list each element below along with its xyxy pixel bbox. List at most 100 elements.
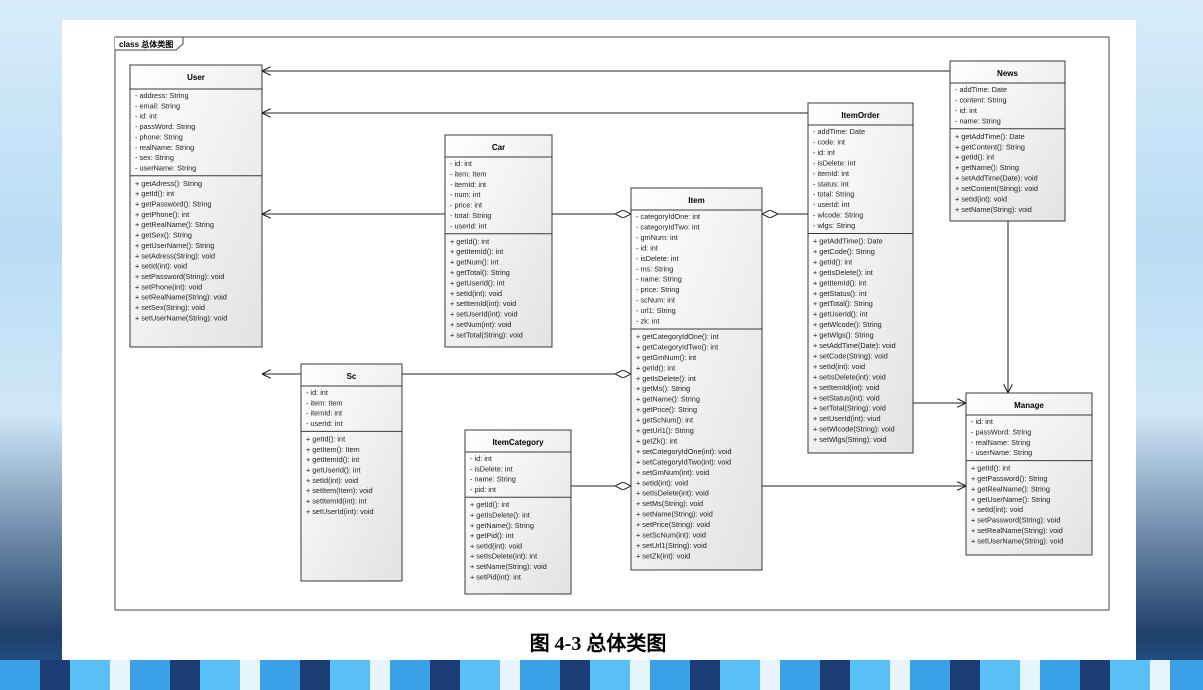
operation: + setId(int): void (470, 541, 522, 550)
attribute: - userId: int (813, 200, 850, 209)
attribute: - price: String (636, 285, 679, 294)
operation: + setItemId(int): int (306, 497, 367, 506)
operation: + getId(): int (450, 237, 489, 246)
operation: + setUrl1(String): void (636, 541, 707, 550)
operation: + setCategoryIdOne(int): void (636, 447, 732, 456)
operation: + getIsDelete(): int (470, 511, 530, 520)
attribute: - id: int (450, 159, 472, 168)
attribute: - status: int (813, 179, 849, 188)
class-box (965, 392, 1093, 556)
operation: + getContent(): String (955, 142, 1025, 151)
operation: + setAddTime(Date): void (813, 341, 896, 350)
operation: + setItem(Item): void (306, 486, 373, 495)
class-box (807, 102, 914, 454)
operation: + getItem(): Item (306, 445, 360, 454)
operation: + setId(int): void (955, 195, 1007, 204)
attribute: - id: int (470, 454, 492, 463)
attribute: - itemId: int (813, 169, 849, 178)
operation: + getUserName(): String (135, 241, 214, 250)
operation: + getAdress(): String (135, 179, 202, 188)
operation: + getUserName(): String (971, 495, 1050, 504)
operation: + setName(String): void (636, 510, 713, 519)
operation: + getId(): int (470, 500, 509, 509)
frame-label: class 总体类图 (119, 39, 173, 49)
operation: + setScNum(int): void (636, 531, 706, 540)
operation: + getWlcode(): String (813, 320, 882, 329)
attribute: - categoryIdTwo: int (636, 222, 700, 231)
attribute: - id: int (813, 148, 835, 157)
attribute: - pid: int (470, 485, 496, 494)
attribute: - id: int (636, 243, 658, 252)
operation: + setUserName(String): void (135, 313, 227, 322)
attribute: - code: int (813, 137, 845, 146)
operation: + getPid(): int (470, 531, 514, 540)
attribute: - name: String (470, 475, 516, 484)
operation: + getNum(): int (450, 258, 498, 267)
operation: + getAddTime(): Date (813, 237, 883, 246)
frame-label-tab (115, 36, 184, 51)
operation: + getPassword(): String (971, 474, 1047, 483)
class-name: Sc (347, 372, 357, 381)
operation: + getUserId(): int (813, 310, 868, 319)
class-car: Car- id: int- item: Item- itemId: int- n… (444, 134, 553, 348)
attribute: - price: int (450, 201, 482, 210)
class-name: News (997, 69, 1018, 78)
operation: + setContent(String): void (955, 184, 1038, 193)
attribute: - userName: String (971, 448, 1032, 457)
operation: + getRealName(): String (971, 484, 1050, 493)
background-stripe (0, 660, 1203, 690)
operation: + getStatus(): int (813, 289, 867, 298)
operation: + setPid(int): int (470, 572, 521, 581)
attribute: - total: String (450, 211, 491, 220)
operation: + setIsDelete(int): int (470, 552, 537, 561)
operation: + getTotal(): String (450, 268, 510, 277)
class-news: News- addTime: Date- content: String- id… (949, 60, 1066, 222)
operation: + setZk(int): void (636, 551, 690, 560)
operation: + setRealName(String): void (135, 293, 227, 302)
diagram-frame (114, 36, 1110, 611)
attribute: - isDelete: int (470, 464, 513, 473)
attribute: - passWord: String (135, 122, 195, 131)
operation: + getCategoryIdTwo(): int (636, 342, 718, 351)
attribute: - categoryIdOne: int (636, 212, 700, 221)
operation: + setIsDelete(int): void (636, 489, 709, 498)
class-sc: Sc- id: int- item: Item- itemId: int- us… (300, 363, 403, 582)
attribute: - num: int (450, 190, 480, 199)
operation: + setId(int): void (135, 262, 187, 271)
class-name: Item (688, 196, 704, 205)
operation: + setTotal(String): void (450, 330, 523, 339)
operation: + getUserId(): int (450, 278, 505, 287)
operation: + setItemId(int): void (450, 299, 516, 308)
operation: + setSex(String): void (135, 303, 205, 312)
attribute: - userName: String (135, 163, 196, 172)
operation: + setUserId(int): void (306, 507, 374, 516)
operation: + getUrl1(): String (636, 426, 694, 435)
operation: + getId(): int (971, 464, 1010, 473)
class-box (464, 429, 572, 595)
attribute: - name: String (636, 275, 682, 284)
operation: + setNum(int): void (450, 320, 511, 329)
class-itemcategory: ItemCategory- id: int- isDelete: int- na… (464, 429, 572, 595)
attribute: - isDelete: int (636, 254, 679, 263)
operation: + getPassword(): String (135, 200, 211, 209)
attribute: - item: Item (450, 169, 487, 178)
attribute: - realName: String (135, 143, 194, 152)
operation: + getName(): String (636, 395, 700, 404)
attribute: - id: int (955, 106, 977, 115)
operation: + getPhone(): int (135, 210, 189, 219)
class-box (630, 187, 763, 571)
attribute: - userId: int (450, 221, 487, 230)
class-name: User (187, 73, 205, 82)
attribute: - sex: String (135, 153, 174, 162)
attribute: - itemId: int (306, 409, 342, 418)
operation: + getId(): int (636, 363, 675, 372)
operation: + setName(String): void (955, 205, 1032, 214)
operation: + setWlcode(String): void (813, 425, 895, 434)
attribute: - id: int (971, 417, 993, 426)
attribute: - wlcode: String (813, 211, 863, 220)
operation: + getPrice(): String (636, 405, 697, 414)
operation: + getCategoryIdOne(): int (636, 332, 719, 341)
operation: + setId(int): void (971, 505, 1023, 514)
attribute: - address: String (135, 91, 189, 100)
class-name: ItemOrder (841, 111, 879, 120)
